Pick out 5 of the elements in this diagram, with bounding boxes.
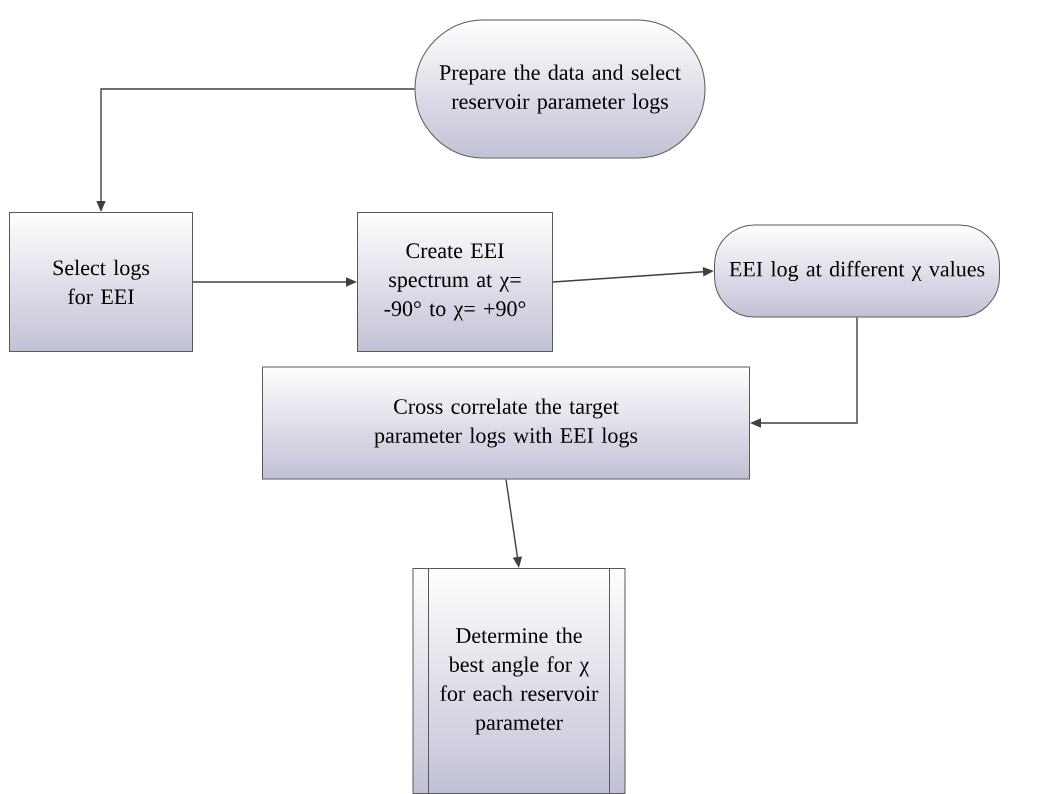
process-box: Select logs for EEI — [9, 212, 193, 352]
process-box: Create EEI spectrum at χ= -90° to χ= +90° — [357, 212, 553, 352]
rounded-box: EEI log at different χ values — [714, 224, 1000, 318]
process-box: Cross correlate the target parameter logs with EEI logs — [262, 366, 750, 480]
predefined-process-box: Determine the best angle for χ for each reservoir parameter — [412, 567, 626, 794]
